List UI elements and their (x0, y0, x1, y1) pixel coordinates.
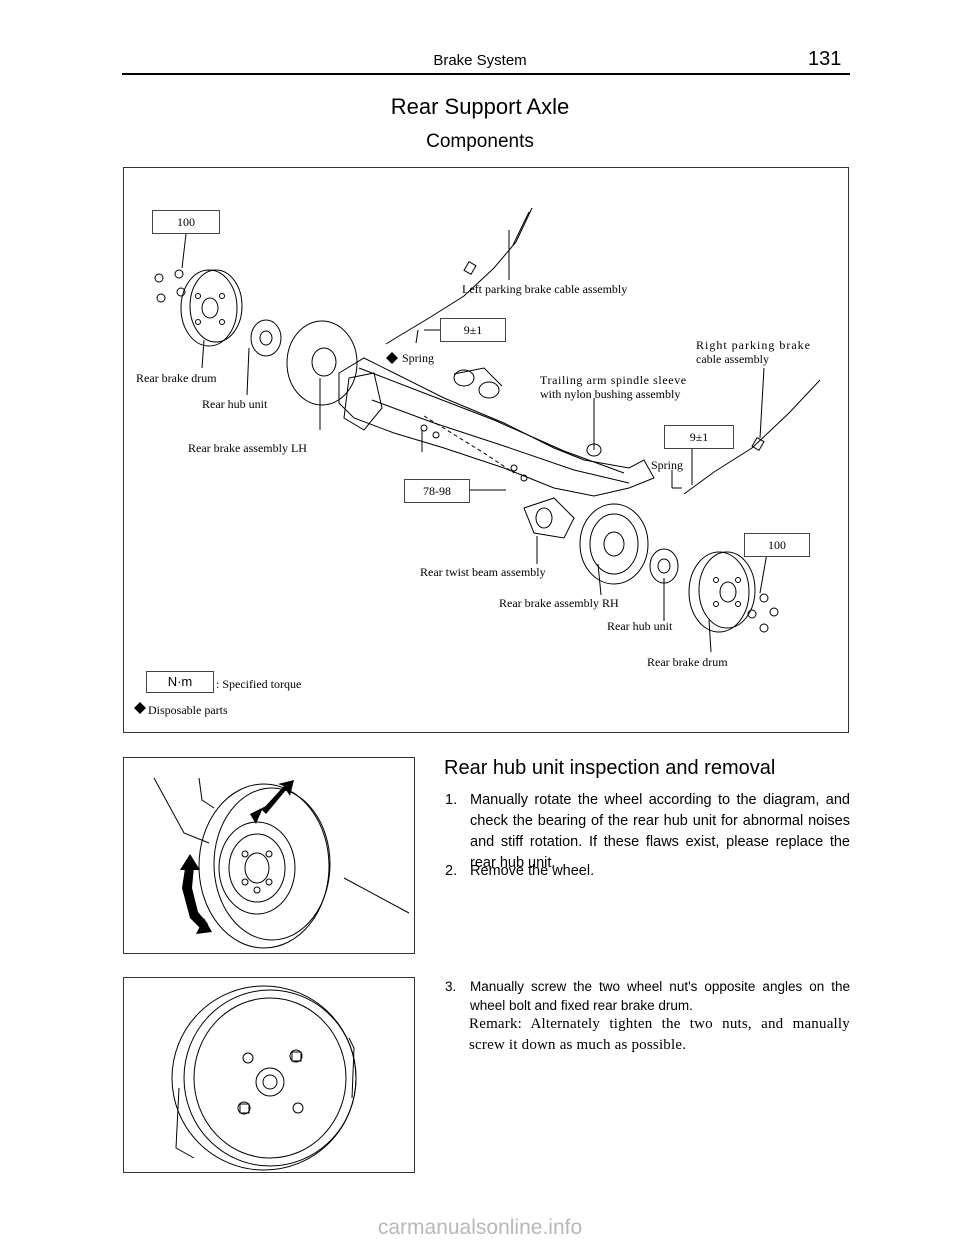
drum-nuts-drawing (171, 985, 357, 1171)
remark-note: Remark: Alternately tighten the two nuts… (469, 1016, 850, 1053)
step-1: 1. Manually rotate the wheel according t… (445, 790, 850, 874)
label-twist-beam: Rear twist beam assembly (420, 565, 546, 579)
step-3-number: 3. (445, 979, 457, 994)
step-1-number: 1. (445, 792, 458, 808)
rotation-arrows (180, 780, 294, 934)
step-2-number: 2. (445, 863, 458, 879)
wheel-rotation-drawing (153, 777, 410, 949)
components-diagram: 100 9±1 9±1 78-98 100 Left parking brake… (123, 167, 849, 733)
legend-unit-box: N·m (146, 671, 214, 693)
exploded-view-drawing (134, 207, 821, 714)
label-spring-right: Spring (651, 458, 684, 472)
label-hub-left: Rear hub unit (202, 397, 268, 411)
page-subtitle: Components (426, 131, 534, 152)
label-brake-lh: Rear brake assembly LH (188, 441, 307, 455)
label-drum-left: Rear brake drum (136, 371, 217, 385)
legend-unit-desc: : Specified torque (216, 677, 302, 691)
label-trailing-line1: Trailing arm spindle sleeve (540, 373, 687, 387)
watermark: carmanualsonline.info (377, 1216, 583, 1239)
step-2: 2. Remove the wheel. (445, 861, 850, 882)
label-right-cable-line1: Right parking brake (696, 338, 811, 352)
label-trailing-arm: Trailing arm spindle sleeve with nylon b… (540, 373, 687, 401)
torque-box-78-98: 78-98 (404, 479, 470, 503)
section-title: Rear hub unit inspection and removal (444, 757, 776, 779)
label-spring-left: Spring (402, 351, 435, 365)
label-trailing-line2: with nylon bushing assembly (540, 387, 681, 401)
header-rule (122, 73, 850, 75)
page-title: Rear Support Axle (390, 94, 570, 119)
label-hub-right: Rear hub unit (607, 619, 673, 633)
torque-box-9-right: 9±1 (664, 425, 734, 449)
torque-box-100-top: 100 (152, 210, 220, 234)
torque-box-9-left: 9±1 (440, 318, 506, 342)
torque-box-100-right: 100 (744, 533, 810, 557)
drum-nuts-figure (123, 977, 415, 1173)
legend-disposable: Disposable parts (148, 703, 228, 717)
label-right-cable: Right parking brake cable assembly (696, 338, 811, 366)
section-header: Brake System (433, 52, 527, 69)
wheel-rotation-figure (123, 757, 415, 954)
label-drum-right: Rear brake drum (647, 655, 728, 669)
step-1-text: Manually rotate the wheel according to t… (470, 792, 850, 871)
step-2-text: Remove the wheel. (470, 863, 595, 879)
label-left-cable: Left parking brake cable assembly (462, 282, 628, 296)
label-right-cable-line2: cable assembly (696, 352, 769, 366)
step-3-text: Manually screw the two wheel nut's oppos… (470, 979, 850, 1013)
label-brake-rh: Rear brake assembly RH (499, 596, 619, 610)
page-number: 131 (808, 48, 842, 70)
step-3: 3. Manually screw the two wheel nut's op… (445, 977, 850, 1015)
